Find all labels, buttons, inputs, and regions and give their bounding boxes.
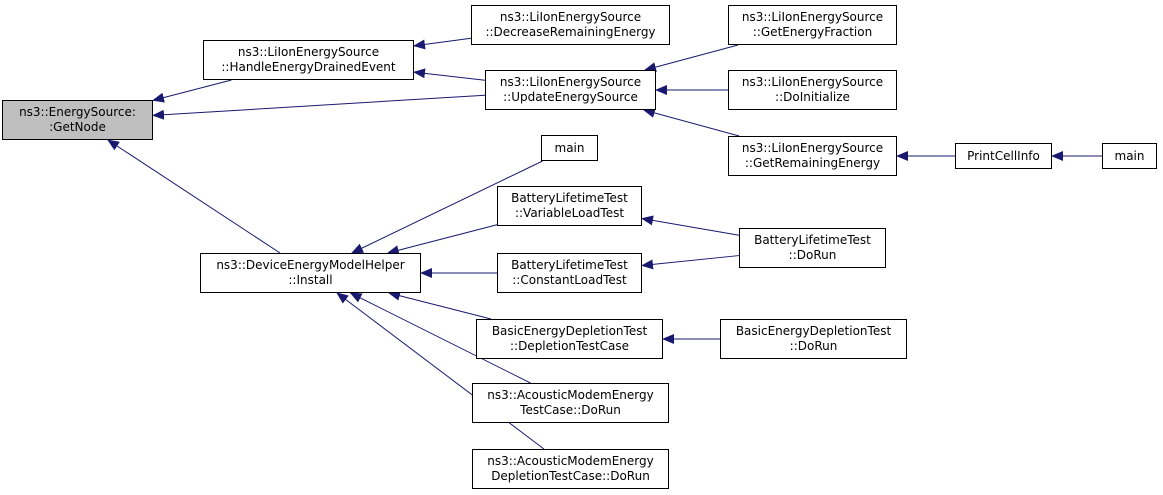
node-label-line1: BasicEnergyDepletionTest [735,324,892,338]
edge-update_energy_source-to-handle_energy_drained [413,68,486,81]
edge-update_energy_source-to-get_node [152,94,486,120]
edge-get_energy_fraction-to-update_energy_source [643,44,739,72]
node-label-line2: ::GetRemainingEnergy [744,156,881,170]
node-basic-depletion-test-case[interactable]: BasicEnergyDepletionTest ::DepletionTest… [476,319,663,359]
node-liion-decrease-remaining-energy[interactable]: ns3::LiIonEnergySource ::DecreaseRemaini… [471,5,670,45]
node-label-line1: ns3::AcousticModemEnergy [487,454,654,468]
node-label-line1: ns3::EnergySource: [19,105,136,119]
node-liion-handle-energy-drained-event[interactable]: ns3::LiIonEnergySource ::HandleEnergyDra… [203,40,414,80]
node-label-line2: TestCase::DoRun [520,403,621,417]
edge-battery_do_run-to-variable_load_test [641,215,740,236]
node-acoustic-modem-depletion-do-run[interactable]: ns3::AcousticModemEnergy DepletionTestCa… [472,449,669,489]
node-label-line1: ns3::LiIonEnergySource [741,10,884,24]
node-label-line2: ::DoInitialize [775,90,850,104]
node-label-line2: ::DoRun [789,339,838,353]
node-main-cell-info[interactable]: main [1102,143,1157,169]
node-label-line1: BasicEnergyDepletionTest [491,324,648,338]
node-acoustic-modem-energy-do-run[interactable]: ns3::AcousticModemEnergy TestCase::DoRun [472,383,669,423]
node-liion-get-remaining-energy[interactable]: ns3::LiIonEnergySource ::GetRemainingEne… [728,136,897,176]
node-label-line2: ::DepletionTestCase [509,339,630,353]
node-label-line1: ns3::LiIonEnergySource [741,75,884,89]
node-liion-do-initialize[interactable]: ns3::LiIonEnergySource ::DoInitialize [728,70,897,110]
node-battery-constant-load-test[interactable]: BatteryLifetimeTest ::ConstantLoadTest [497,253,642,293]
edge-acoustic_modem_do_run-to-device_energy_install [349,292,531,384]
node-label-line1: BatteryLifetimeTest [754,233,871,247]
node-label-line1: ns3::LiIonEnergySource [499,75,642,89]
node-liion-update-energy-source[interactable]: ns3::LiIonEnergySource ::UpdateEnergySou… [485,70,656,110]
edge-battery_do_run-to-constant_load_test [641,255,740,270]
edge-main_mid-to-device_energy_install [351,160,543,254]
node-label-line2: ::DoRun [788,248,837,262]
node-label-line1: ns3::LiIonEnergySource [499,10,642,24]
edge-acoustic_depletion_do_run-to-device_energy_install [336,292,545,450]
edge-depletion_test_case-to-device_energy_install [388,290,492,320]
edge-decrease_remaining_energy-to-handle_energy_drained [413,37,472,50]
node-basic-depletion-do-run[interactable]: BasicEnergyDepletionTest ::DoRun [720,319,907,359]
node-label-line2: ::GetEnergyFraction [752,25,873,39]
node-label-line1: ns3::DeviceEnergyModelHelper [216,258,405,272]
node-label-line2: DepletionTestCase::DoRun [491,469,650,483]
node-label-line2: ::VariableLoadTest [514,206,625,220]
edge-get_remaining_energy-to-update_energy_source [642,108,740,137]
node-label-line1: main [1114,148,1145,163]
node-liion-get-energy-fraction[interactable]: ns3::LiIonEnergySource ::GetEnergyFracti… [728,5,897,45]
node-label-line1: ns3::LiIonEnergySource [237,45,380,59]
node-print-cell-info[interactable]: PrintCellInfo [955,143,1052,169]
node-battery-variable-load-test[interactable]: BatteryLifetimeTest ::VariableLoadTest [497,186,642,226]
node-label-line1: main [554,140,585,155]
node-energy-source-get-node: ns3::EnergySource: :GetNode [2,100,153,140]
node-main[interactable]: main [541,135,598,161]
edge-device_energy_install-to-get_node [107,139,281,254]
node-label-line1: BatteryLifetimeTest [511,191,628,205]
edge-variable_load_test-to-device_energy_install [386,224,498,256]
edge-handle_energy_drained-to-get_node [152,79,232,103]
node-label-line2: :GetNode [49,120,106,134]
node-label-line1: PrintCellInfo [967,148,1040,163]
node-label-line1: ns3::AcousticModemEnergy [487,388,654,402]
node-device-energy-model-helper-install[interactable]: ns3::DeviceEnergyModelHelper ::Install [200,253,421,293]
node-label-line2: ::Install [288,273,333,287]
node-label-line2: ::ConstantLoadTest [512,273,627,287]
node-label-line1: ns3::LiIonEnergySource [741,141,884,155]
node-label-line2: ::HandleEnergyDrainedEvent [221,60,396,74]
node-label-line2: ::DecreaseRemainingEnergy [485,25,656,39]
node-battery-lifetime-do-run[interactable]: BatteryLifetimeTest ::DoRun [739,228,886,268]
node-label-line2: ::UpdateEnergySource [503,90,638,104]
node-label-line1: BatteryLifetimeTest [511,258,628,272]
